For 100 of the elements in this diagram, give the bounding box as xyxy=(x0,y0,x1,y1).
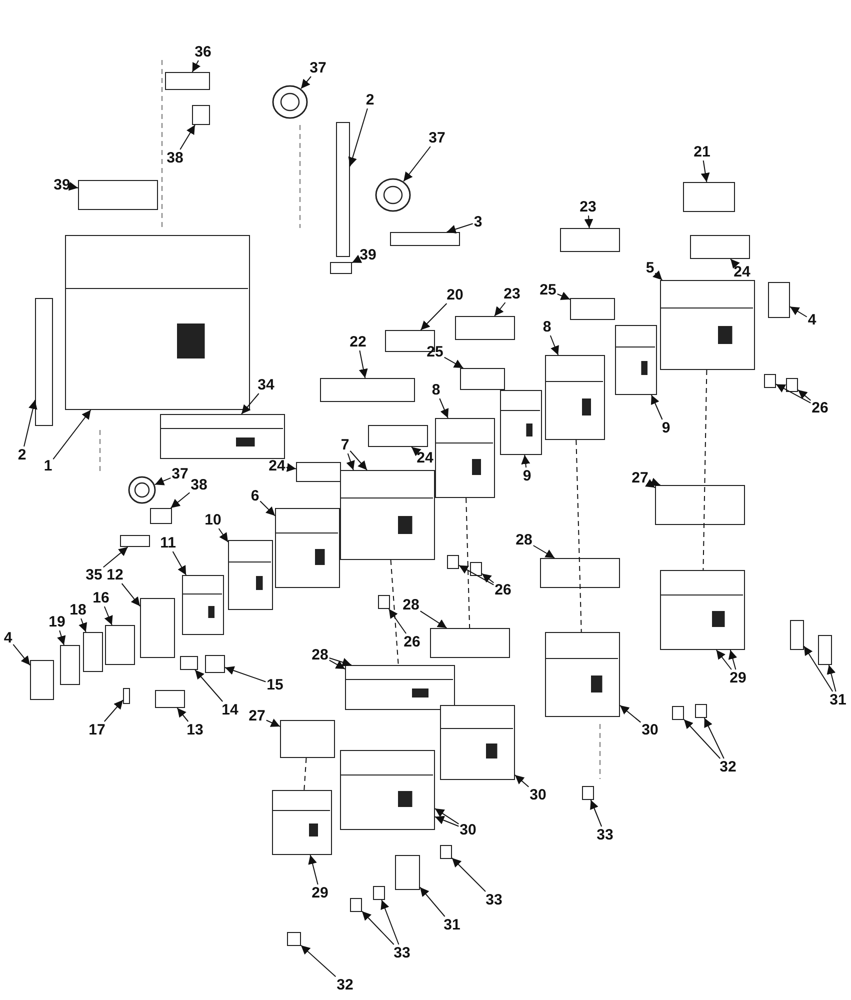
leader-line xyxy=(304,758,307,790)
callout-number: 8 xyxy=(542,320,552,334)
leader-line xyxy=(420,303,448,330)
callout-number: 13 xyxy=(186,722,204,738)
ring-drawing xyxy=(375,178,411,212)
leader-line xyxy=(241,393,260,414)
callout-number: 29 xyxy=(312,886,328,900)
part-drawing xyxy=(786,378,798,392)
leader-line xyxy=(482,573,494,584)
part-drawing xyxy=(540,558,620,588)
part-drawing xyxy=(447,555,459,569)
callout-number: 30 xyxy=(460,822,476,838)
part-drawing xyxy=(690,235,750,259)
leader-line xyxy=(420,886,446,917)
callout-number: 37 xyxy=(310,60,326,76)
leader-line xyxy=(532,545,556,558)
part-drawing xyxy=(435,418,495,498)
callout-number: 32 xyxy=(336,978,354,992)
leader-line xyxy=(328,660,346,670)
part-drawing xyxy=(123,688,130,704)
part-drawing xyxy=(83,632,103,672)
leader-line xyxy=(224,666,266,682)
leader-line xyxy=(104,606,113,626)
leader-line xyxy=(300,76,312,90)
part-drawing xyxy=(818,635,832,665)
callout-number: 15 xyxy=(266,678,284,692)
callout-number: 4 xyxy=(808,312,816,328)
callout-number: 33 xyxy=(596,828,614,842)
leader-line xyxy=(348,108,368,167)
callout-number: 9 xyxy=(522,468,532,484)
part-drawing xyxy=(470,562,482,576)
leader-line xyxy=(154,476,172,486)
leader-line xyxy=(12,644,30,666)
part-drawing xyxy=(440,705,515,780)
part-drawing xyxy=(615,325,657,395)
callout-number: 28 xyxy=(402,598,420,612)
leader-line xyxy=(170,492,190,508)
callout-number: 7 xyxy=(340,438,350,452)
part-drawing xyxy=(160,414,285,459)
part-drawing xyxy=(430,628,510,658)
leader-line xyxy=(300,944,336,978)
leader-line xyxy=(411,446,422,456)
part-drawing xyxy=(65,235,250,410)
part-drawing xyxy=(350,898,362,912)
part-drawing xyxy=(545,632,620,717)
part-drawing xyxy=(764,374,776,388)
leader-line xyxy=(390,560,399,666)
part-drawing xyxy=(373,886,385,900)
callout-number: 26 xyxy=(812,400,828,416)
leader-line xyxy=(716,650,732,670)
callout-number: 6 xyxy=(250,488,260,504)
leader-line xyxy=(403,146,431,182)
leader-line xyxy=(52,410,92,460)
leader-line xyxy=(446,223,474,234)
callout-number: 2 xyxy=(366,92,374,108)
callout-number: 34 xyxy=(258,378,274,392)
part-drawing xyxy=(390,232,460,246)
part-drawing xyxy=(78,180,158,210)
part-drawing xyxy=(165,72,210,90)
callout-number: 28 xyxy=(312,648,328,662)
leader-line xyxy=(102,546,128,568)
callout-number: 30 xyxy=(530,788,546,802)
callout-number: 18 xyxy=(70,602,86,618)
callout-number: 24 xyxy=(268,458,286,474)
part-drawing xyxy=(35,298,53,426)
callout-number: 10 xyxy=(204,512,222,528)
part-drawing xyxy=(395,855,420,890)
part-drawing xyxy=(545,355,605,440)
leader-line xyxy=(121,583,140,607)
callout-number: 20 xyxy=(446,288,464,302)
part-drawing xyxy=(570,298,615,320)
leader-line xyxy=(420,610,448,628)
leader-line xyxy=(24,400,38,447)
leader-line xyxy=(104,700,124,722)
part-drawing xyxy=(105,625,135,665)
leader-line xyxy=(194,670,224,702)
leader-line xyxy=(514,774,530,788)
callout-number: 33 xyxy=(486,892,502,908)
callout-number: 27 xyxy=(248,708,266,724)
part-drawing xyxy=(695,704,707,718)
leader-line xyxy=(434,816,460,827)
leader-line xyxy=(439,398,449,418)
part-drawing xyxy=(330,262,352,274)
leader-line xyxy=(550,335,559,356)
part-drawing xyxy=(582,786,594,800)
callout-number: 21 xyxy=(694,144,710,160)
leader-line xyxy=(776,384,812,404)
callout-number: 37 xyxy=(428,130,446,146)
part-drawing xyxy=(150,508,172,524)
leader-line xyxy=(728,650,738,670)
leader-line xyxy=(584,215,594,228)
callout-number: 8 xyxy=(432,382,440,398)
part-drawing xyxy=(275,508,340,588)
leader-line xyxy=(652,270,663,280)
leader-line xyxy=(176,708,189,722)
leader-line xyxy=(444,356,464,368)
callout-number: 17 xyxy=(88,722,106,738)
part-drawing xyxy=(790,620,804,650)
ring-drawing xyxy=(128,476,156,504)
callout-number: 16 xyxy=(92,590,110,606)
